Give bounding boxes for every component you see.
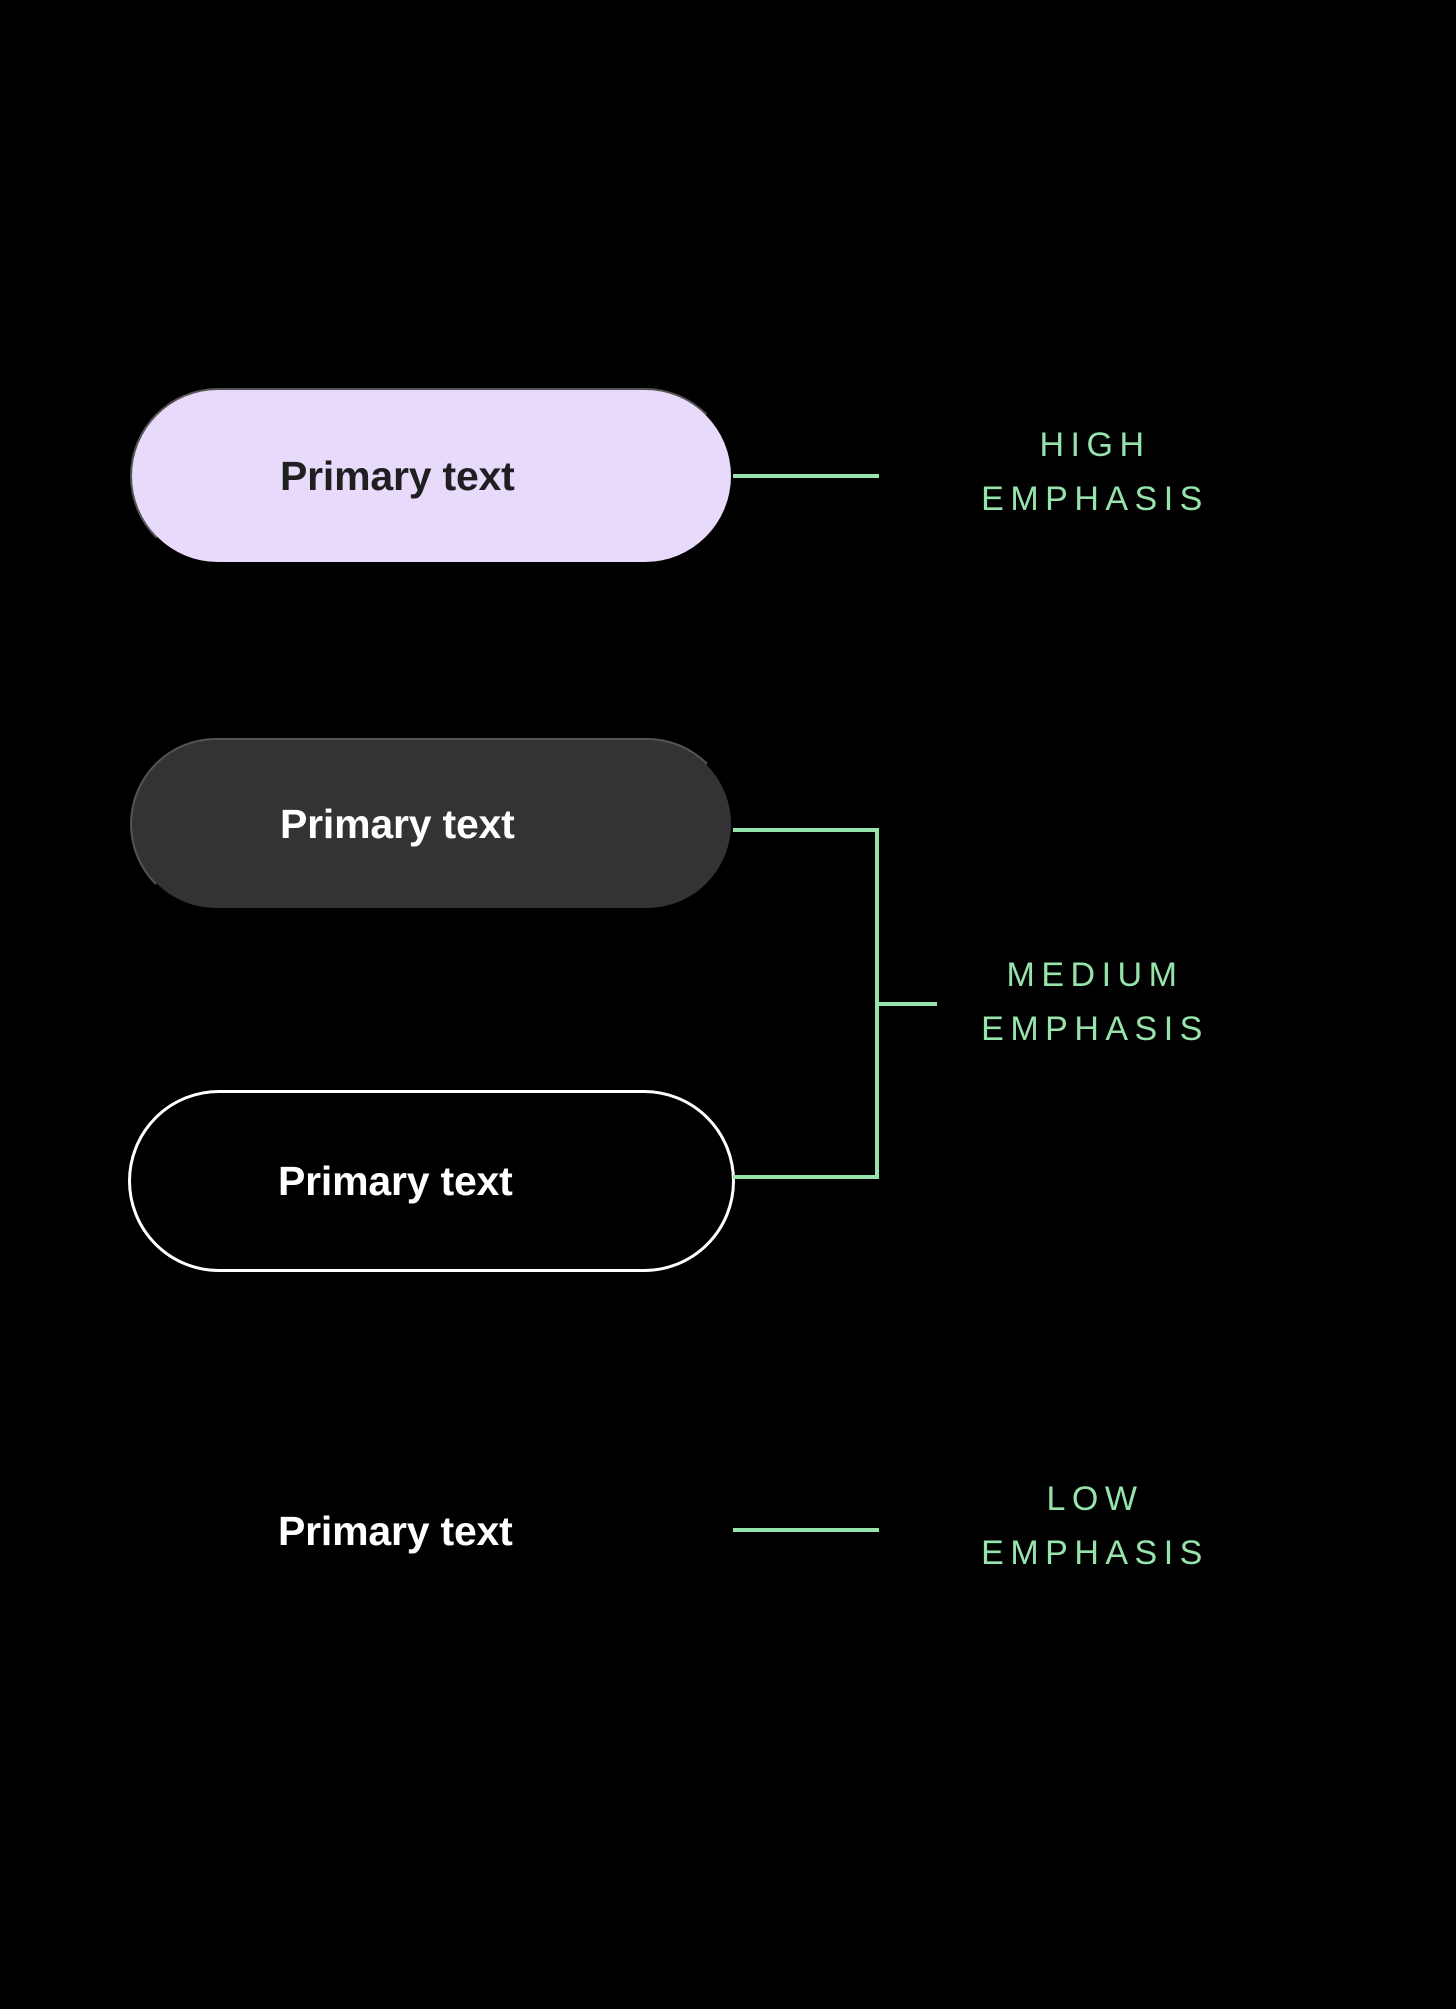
medium-emphasis-bracket-stub-segment (875, 1002, 937, 1006)
low-emphasis-button[interactable]: Primary text (278, 1496, 513, 1566)
medium-emphasis-outlined-button-label: Primary text (278, 1157, 513, 1204)
high-emphasis-annotation-line-2: EMPHASIS (981, 480, 1209, 519)
high-emphasis-annotation-line-1: HIGH (1039, 426, 1151, 464)
high-emphasis-annotation: HIGH EMPHASIS (885, 418, 1305, 527)
low-emphasis-annotation-line-2: EMPHASIS (981, 1534, 1209, 1573)
low-emphasis-annotation-line-1: LOW (1046, 1480, 1144, 1518)
low-emphasis-button-label: Primary text (278, 1507, 513, 1554)
high-emphasis-connector-line (733, 474, 879, 478)
low-emphasis-annotation: LOW EMPHASIS (885, 1472, 1305, 1581)
medium-emphasis-bracket-top-segment (733, 828, 879, 832)
medium-emphasis-annotation: MEDIUM EMPHASIS (885, 948, 1305, 1057)
medium-emphasis-outlined-button[interactable]: Primary text (128, 1090, 735, 1272)
high-emphasis-button-label: Primary text (280, 452, 515, 499)
low-emphasis-connector-line (733, 1528, 879, 1532)
medium-emphasis-annotation-line-1: MEDIUM (1006, 956, 1184, 994)
high-emphasis-button[interactable]: Primary text (130, 388, 733, 564)
medium-emphasis-filled-button-label: Primary text (280, 800, 515, 847)
medium-emphasis-bracket-bottom-segment (733, 1175, 879, 1179)
medium-emphasis-annotation-line-2: EMPHASIS (981, 1010, 1209, 1049)
medium-emphasis-filled-button[interactable]: Primary text (130, 738, 733, 910)
